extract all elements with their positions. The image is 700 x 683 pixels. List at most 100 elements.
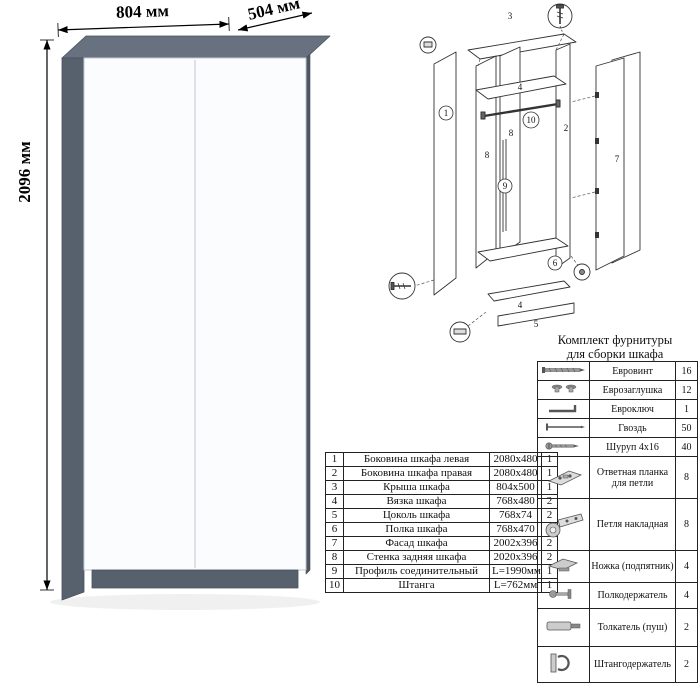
hardware-icon-cell (537, 418, 590, 438)
hardware-qty: 12 (675, 380, 698, 400)
shelf-pin-icon (548, 589, 571, 599)
exploded-top-panel (467, 33, 577, 60)
parts-table-row: 4 Вязка шкафа 768x480 2 (325, 494, 558, 509)
hardware-row: Петля накладная 8 (537, 498, 698, 551)
svg-text:4: 4 (518, 82, 523, 92)
exploded-lower-tie (487, 280, 571, 302)
part-num: 5 (325, 508, 344, 523)
hardware-kit-title-line2: для сборки шкафа (566, 347, 664, 362)
foot-icon (547, 558, 578, 572)
svg-text:1: 1 (444, 108, 449, 118)
part-num: 2 (325, 466, 344, 481)
part-size: 768x480 (489, 494, 542, 509)
hex-key-icon (548, 404, 576, 412)
part-name: Стенка задняя шкафа (343, 550, 490, 565)
part-size: 768x470 (489, 522, 542, 537)
svg-text:4: 4 (518, 300, 523, 310)
wardrobe-top-panel (61, 35, 331, 59)
part-num: 6 (325, 522, 344, 537)
part-name: Профиль соединительный (343, 564, 490, 579)
parts-table-row: 5 Цоколь шкафа 768x74 2 (325, 508, 558, 523)
hardware-row: Шуруп 4x16 40 (537, 437, 698, 457)
hardware-qty: 8 (675, 498, 698, 551)
part-num: 4 (325, 494, 344, 509)
hardware-row: Евровинт 16 (537, 361, 698, 381)
part-name: Фасад шкафа (343, 536, 490, 551)
hardware-name: Петля накладная (589, 498, 676, 551)
part-size: 768x74 (489, 508, 542, 523)
hardware-qty: 40 (675, 437, 698, 457)
part-num: 10 (325, 578, 344, 593)
depth-dimension-label: 504 мм (246, 0, 302, 24)
part-name: Крыша шкафа (343, 480, 490, 495)
hardware-name: Толкатель (пуш) (589, 608, 676, 647)
hardware-qty: 16 (675, 361, 698, 381)
hardware-icon-cell (537, 498, 590, 551)
part-num: 9 (325, 564, 344, 579)
part-name: Цоколь шкафа (343, 508, 490, 523)
svg-text:7: 7 (615, 154, 620, 164)
rod-holder-icon (550, 653, 570, 673)
part-size: L=762мм (489, 578, 542, 593)
hardware-qty: 1 (675, 399, 698, 419)
part-name: Боковина шкафа правая (343, 466, 490, 481)
hardware-row: Ножка (подпятник) 4 (537, 550, 698, 583)
wardrobe-illustration: 804 мм 504 мм 2096 мм (15, 0, 331, 610)
hardware-row: Еврозаглушка 12 (537, 380, 698, 400)
parts-table-row: 7 Фасад шкафа 2002x396 2 (325, 536, 558, 551)
hardware-name: Ножка (подпятник) (589, 550, 676, 583)
height-dimension-label: 2096 мм (15, 141, 34, 203)
wardrobe-left-side-panel (61, 57, 85, 601)
hardware-qty: 4 (675, 550, 698, 583)
part-num: 7 (325, 536, 344, 551)
exploded-upper-tie (475, 75, 567, 100)
hardware-name: Ответная планка для петли (589, 456, 676, 499)
svg-text:5: 5 (534, 319, 539, 329)
hinge-icon (545, 513, 584, 538)
part-size: 2080x480 (489, 466, 542, 481)
hardware-qty: 4 (675, 582, 698, 609)
door-hinge-marks (595, 92, 599, 238)
part-name: Штанга (343, 578, 490, 593)
hardware-name: Евроключ (589, 399, 676, 419)
hardware-icon-cell (537, 399, 590, 419)
svg-text:3: 3 (508, 11, 513, 21)
hardware-row: Евроключ 1 (537, 399, 698, 419)
parts-table-row: 9 Профиль соединительный L=1990мм 1 (325, 564, 558, 579)
width-dimension-label: 804 мм (116, 1, 170, 22)
hardware-name: Гвоздь (589, 418, 676, 438)
parts-table-row: 10 Штанга L=762мм 1 (325, 578, 558, 593)
width-dimension: 804 мм (57, 1, 230, 37)
assembly-leader-lines (413, 33, 596, 327)
exploded-plinth (497, 302, 575, 327)
part-size: 2080x480 (489, 452, 542, 467)
hardware-icon-cell (537, 646, 590, 683)
parts-table-row: 2 Боковина шкафа правая 2080x480 1 (325, 466, 558, 481)
push-latch-icon (546, 621, 580, 631)
part-name: Вязка шкафа (343, 494, 490, 509)
floor-shadow (50, 594, 320, 610)
parts-table: 1 Боковина шкафа левая 2080x480 1 2 Боко… (325, 452, 558, 593)
part-num: 3 (325, 480, 344, 495)
hardware-icon-cell (537, 550, 590, 583)
hardware-qty: 2 (675, 646, 698, 683)
hardware-name: Штангодержатель (589, 646, 676, 683)
wardrobe-body (61, 35, 331, 601)
exploded-door-front (595, 57, 625, 271)
confirmat-screw-icon (541, 366, 585, 373)
hardware-icon-cell (537, 437, 590, 457)
exploded-shelf (477, 237, 569, 262)
hardware-icon-cell (537, 582, 590, 609)
part-size: 804x500 (489, 480, 542, 495)
exploded-number-labels: 1 2 3 4 4 5 6 7 8 8 9 10 (438, 11, 620, 329)
hardware-row: Толкатель (пуш) 2 (537, 608, 698, 647)
hardware-table: Евровинт 16 Еврозаглушка 12 Евроключ (537, 361, 698, 683)
hardware-icon-cell (537, 361, 590, 381)
hardware-kit-title-line1: Комплект фурнитуры (557, 333, 673, 347)
parts-table-row: 1 Боковина шкафа левая 2080x480 1 (325, 452, 558, 467)
svg-text:6: 6 (553, 258, 558, 268)
svg-text:10: 10 (527, 115, 537, 125)
hardware-icon-cell (537, 608, 590, 647)
hardware-row: Гвоздь 50 (537, 418, 698, 438)
wardrobe-plinth (91, 569, 299, 589)
